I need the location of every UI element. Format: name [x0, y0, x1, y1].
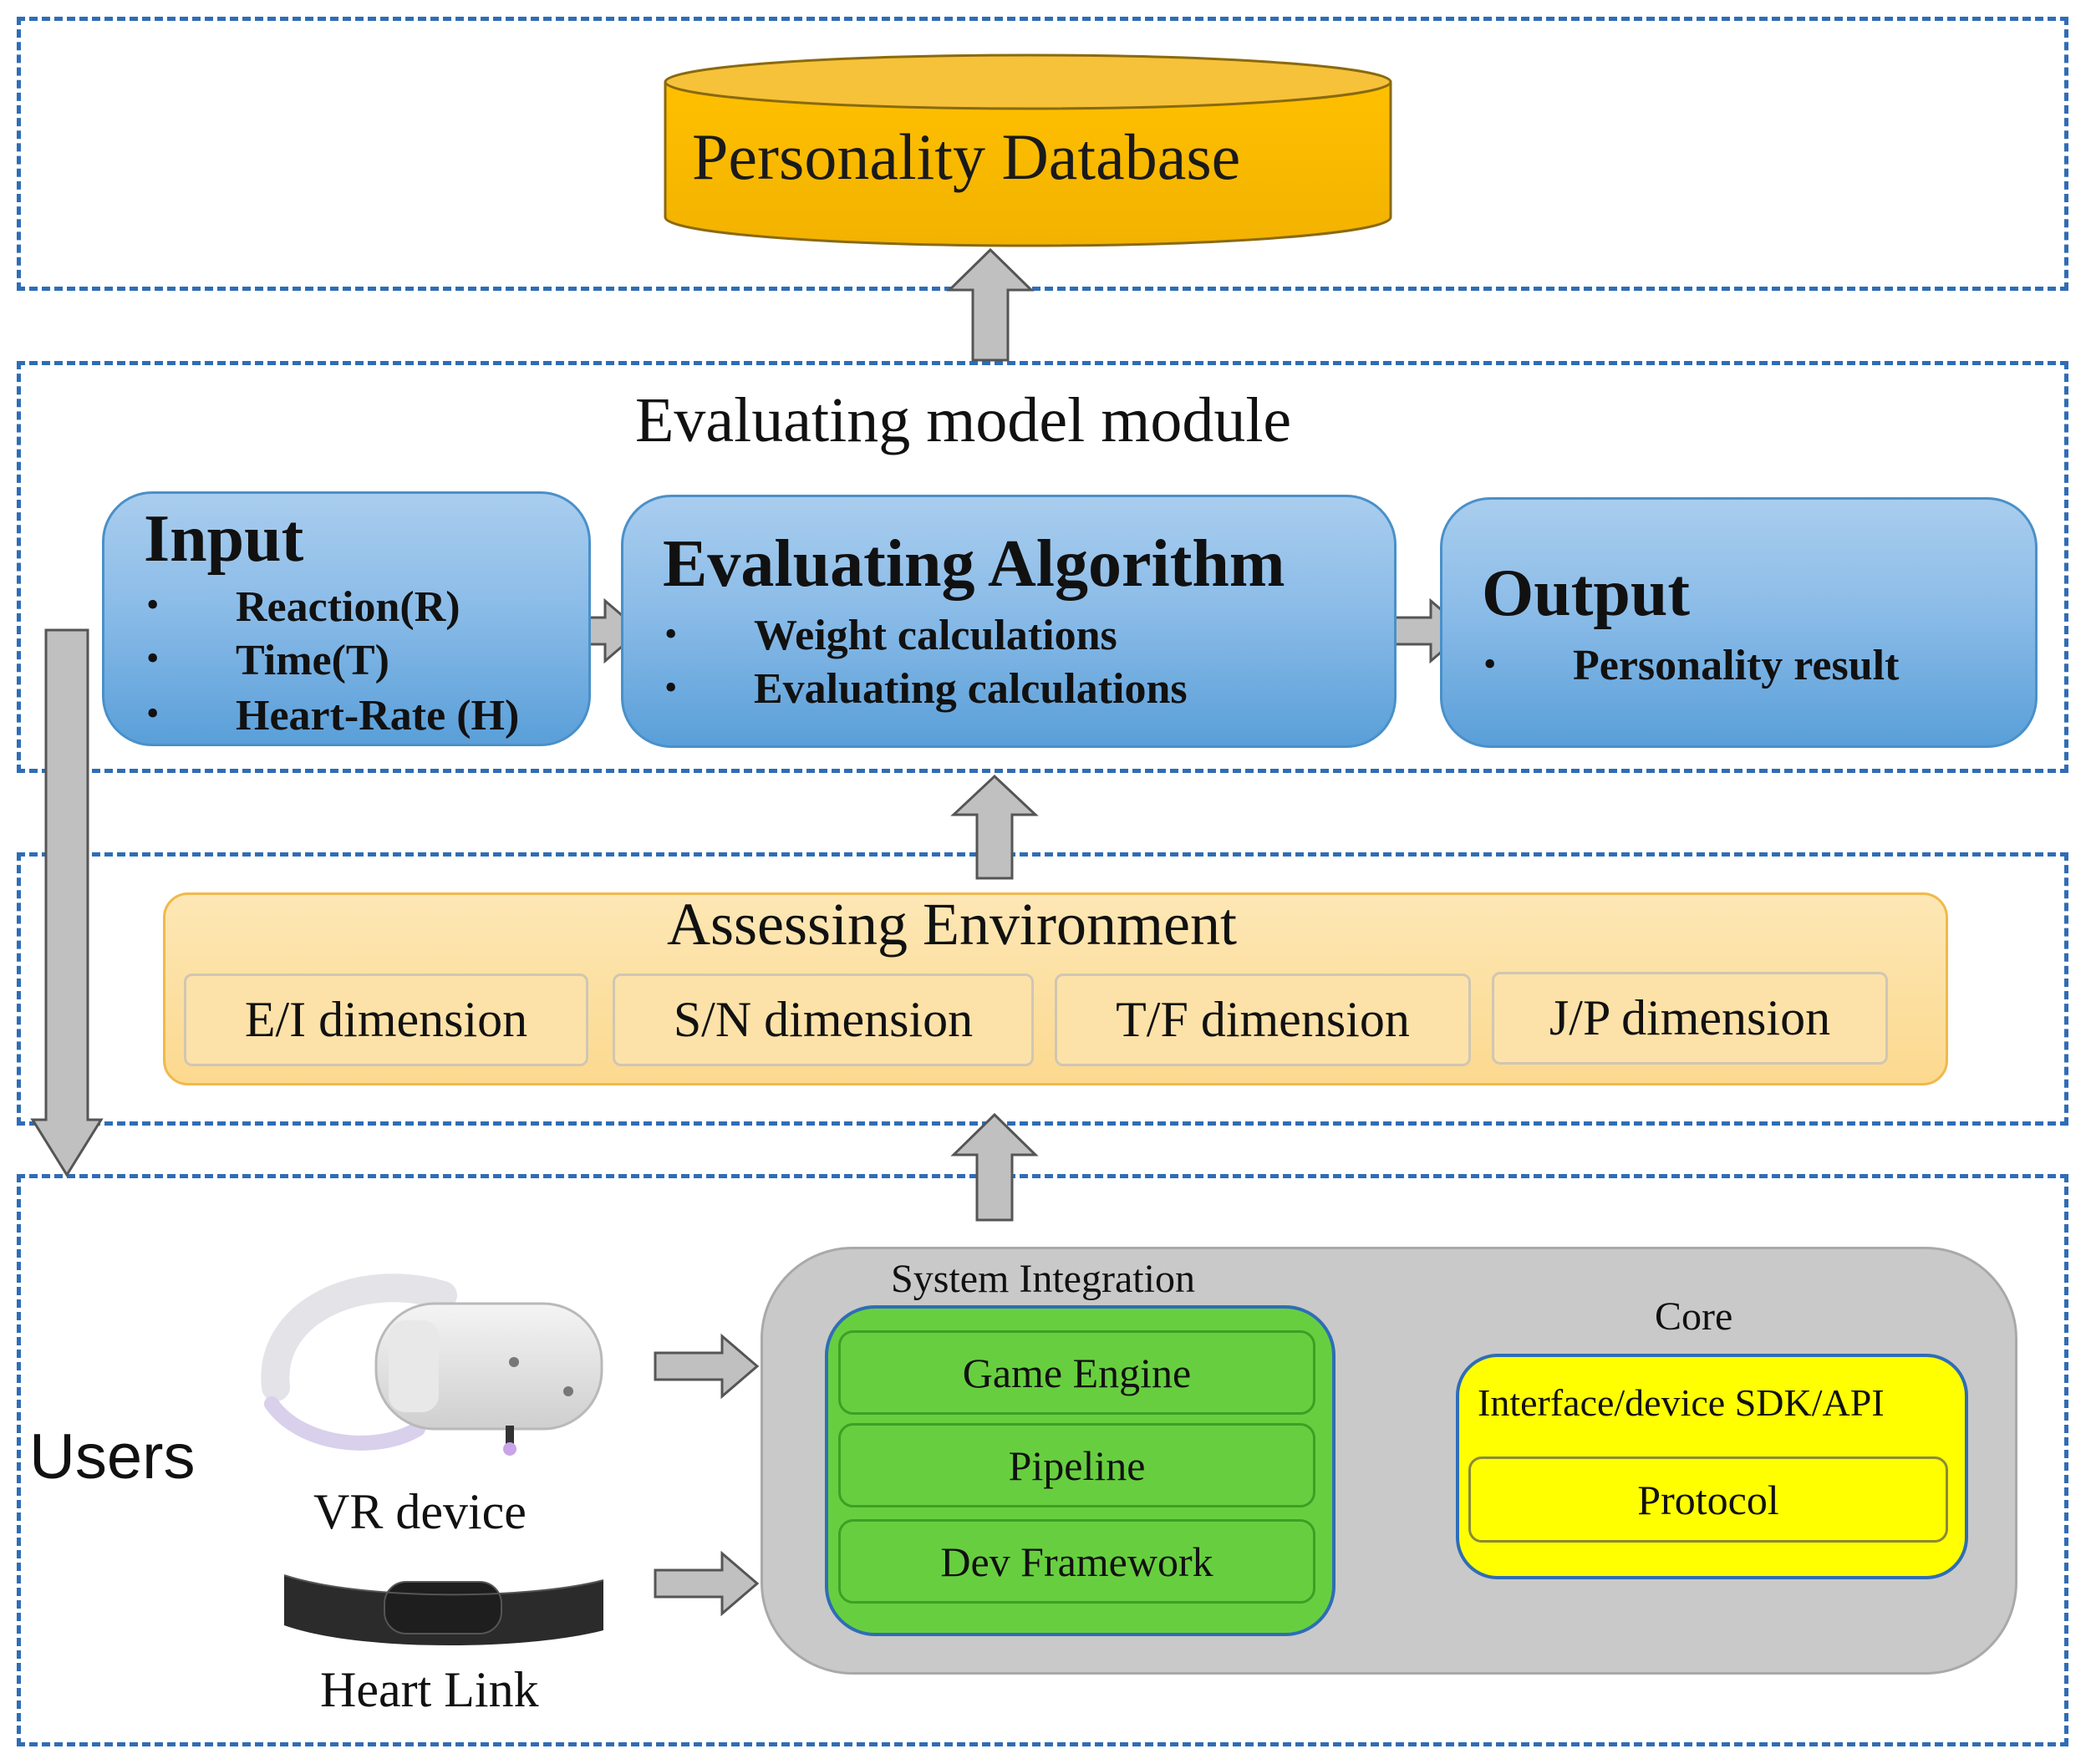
algorithm-title: Evaluating Algorithm — [663, 527, 1285, 601]
module-title: Evaluating model module — [635, 385, 1292, 455]
input-title: Input — [144, 502, 304, 576]
dimension-tf: T/F dimension — [1055, 974, 1471, 1066]
output-box — [1440, 497, 2038, 748]
database-layer — [17, 17, 2068, 291]
arrow-heartlink-to-integration — [654, 1550, 760, 1617]
heart-link-image — [283, 1574, 604, 1646]
input-box — [102, 491, 591, 746]
interface-sdk-label: Interface/device SDK/API — [1478, 1381, 1885, 1424]
algorithm-bullet-2: • — [664, 667, 678, 708]
output-title: Output — [1482, 557, 1690, 630]
database-cylinder — [664, 53, 1392, 247]
users-layer — [17, 1174, 2068, 1746]
arrow-down-to-users — [30, 628, 104, 1177]
evaluating-module-layer — [17, 361, 2068, 773]
vr-headset-image — [261, 1273, 603, 1456]
users-label: Users — [29, 1421, 196, 1492]
heart-link-label: Heart Link — [320, 1662, 539, 1717]
algorithm-item-evaluating: Evaluating calculations — [754, 665, 1188, 713]
dimension-jp: J/P dimension — [1492, 972, 1888, 1065]
arrow-vr-to-integration — [654, 1333, 760, 1400]
dimension-sn: S/N dimension — [613, 974, 1034, 1066]
input-item-time: Time(T) — [236, 637, 389, 684]
core-title: Core — [1655, 1294, 1733, 1339]
output-bullet-1: • — [1483, 643, 1497, 684]
arrow-up-to-database — [946, 247, 1035, 362]
system-integration-title: System Integration — [891, 1257, 1195, 1301]
input-item-reaction: Reaction(R) — [236, 583, 460, 631]
input-bullet-2: • — [146, 638, 160, 679]
dimension-ei: E/I dimension — [184, 974, 588, 1066]
assessing-environment-title: Assessing Environment — [667, 891, 1237, 958]
input-item-heart-rate: Heart-Rate (H) — [236, 692, 520, 740]
algorithm-item-weight: Weight calculations — [754, 612, 1117, 659]
pipeline-item: Pipeline — [838, 1423, 1315, 1507]
vr-device-label: VR device — [313, 1484, 527, 1539]
algorithm-box — [621, 495, 1397, 748]
arrow-up-to-module — [950, 774, 1039, 880]
output-item-personality: Personality result — [1573, 642, 1900, 689]
arrow-up-to-environment — [950, 1112, 1039, 1222]
input-bullet-1: • — [146, 584, 160, 625]
database-label: Personality Database — [692, 120, 1241, 193]
game-engine-item: Game Engine — [838, 1330, 1315, 1415]
input-bullet-3: • — [146, 693, 160, 734]
algorithm-bullet-1: • — [664, 613, 678, 654]
assessing-environment-layer — [17, 852, 2068, 1126]
dev-framework-item: Dev Framework — [838, 1519, 1315, 1604]
protocol-item: Protocol — [1468, 1456, 1948, 1543]
